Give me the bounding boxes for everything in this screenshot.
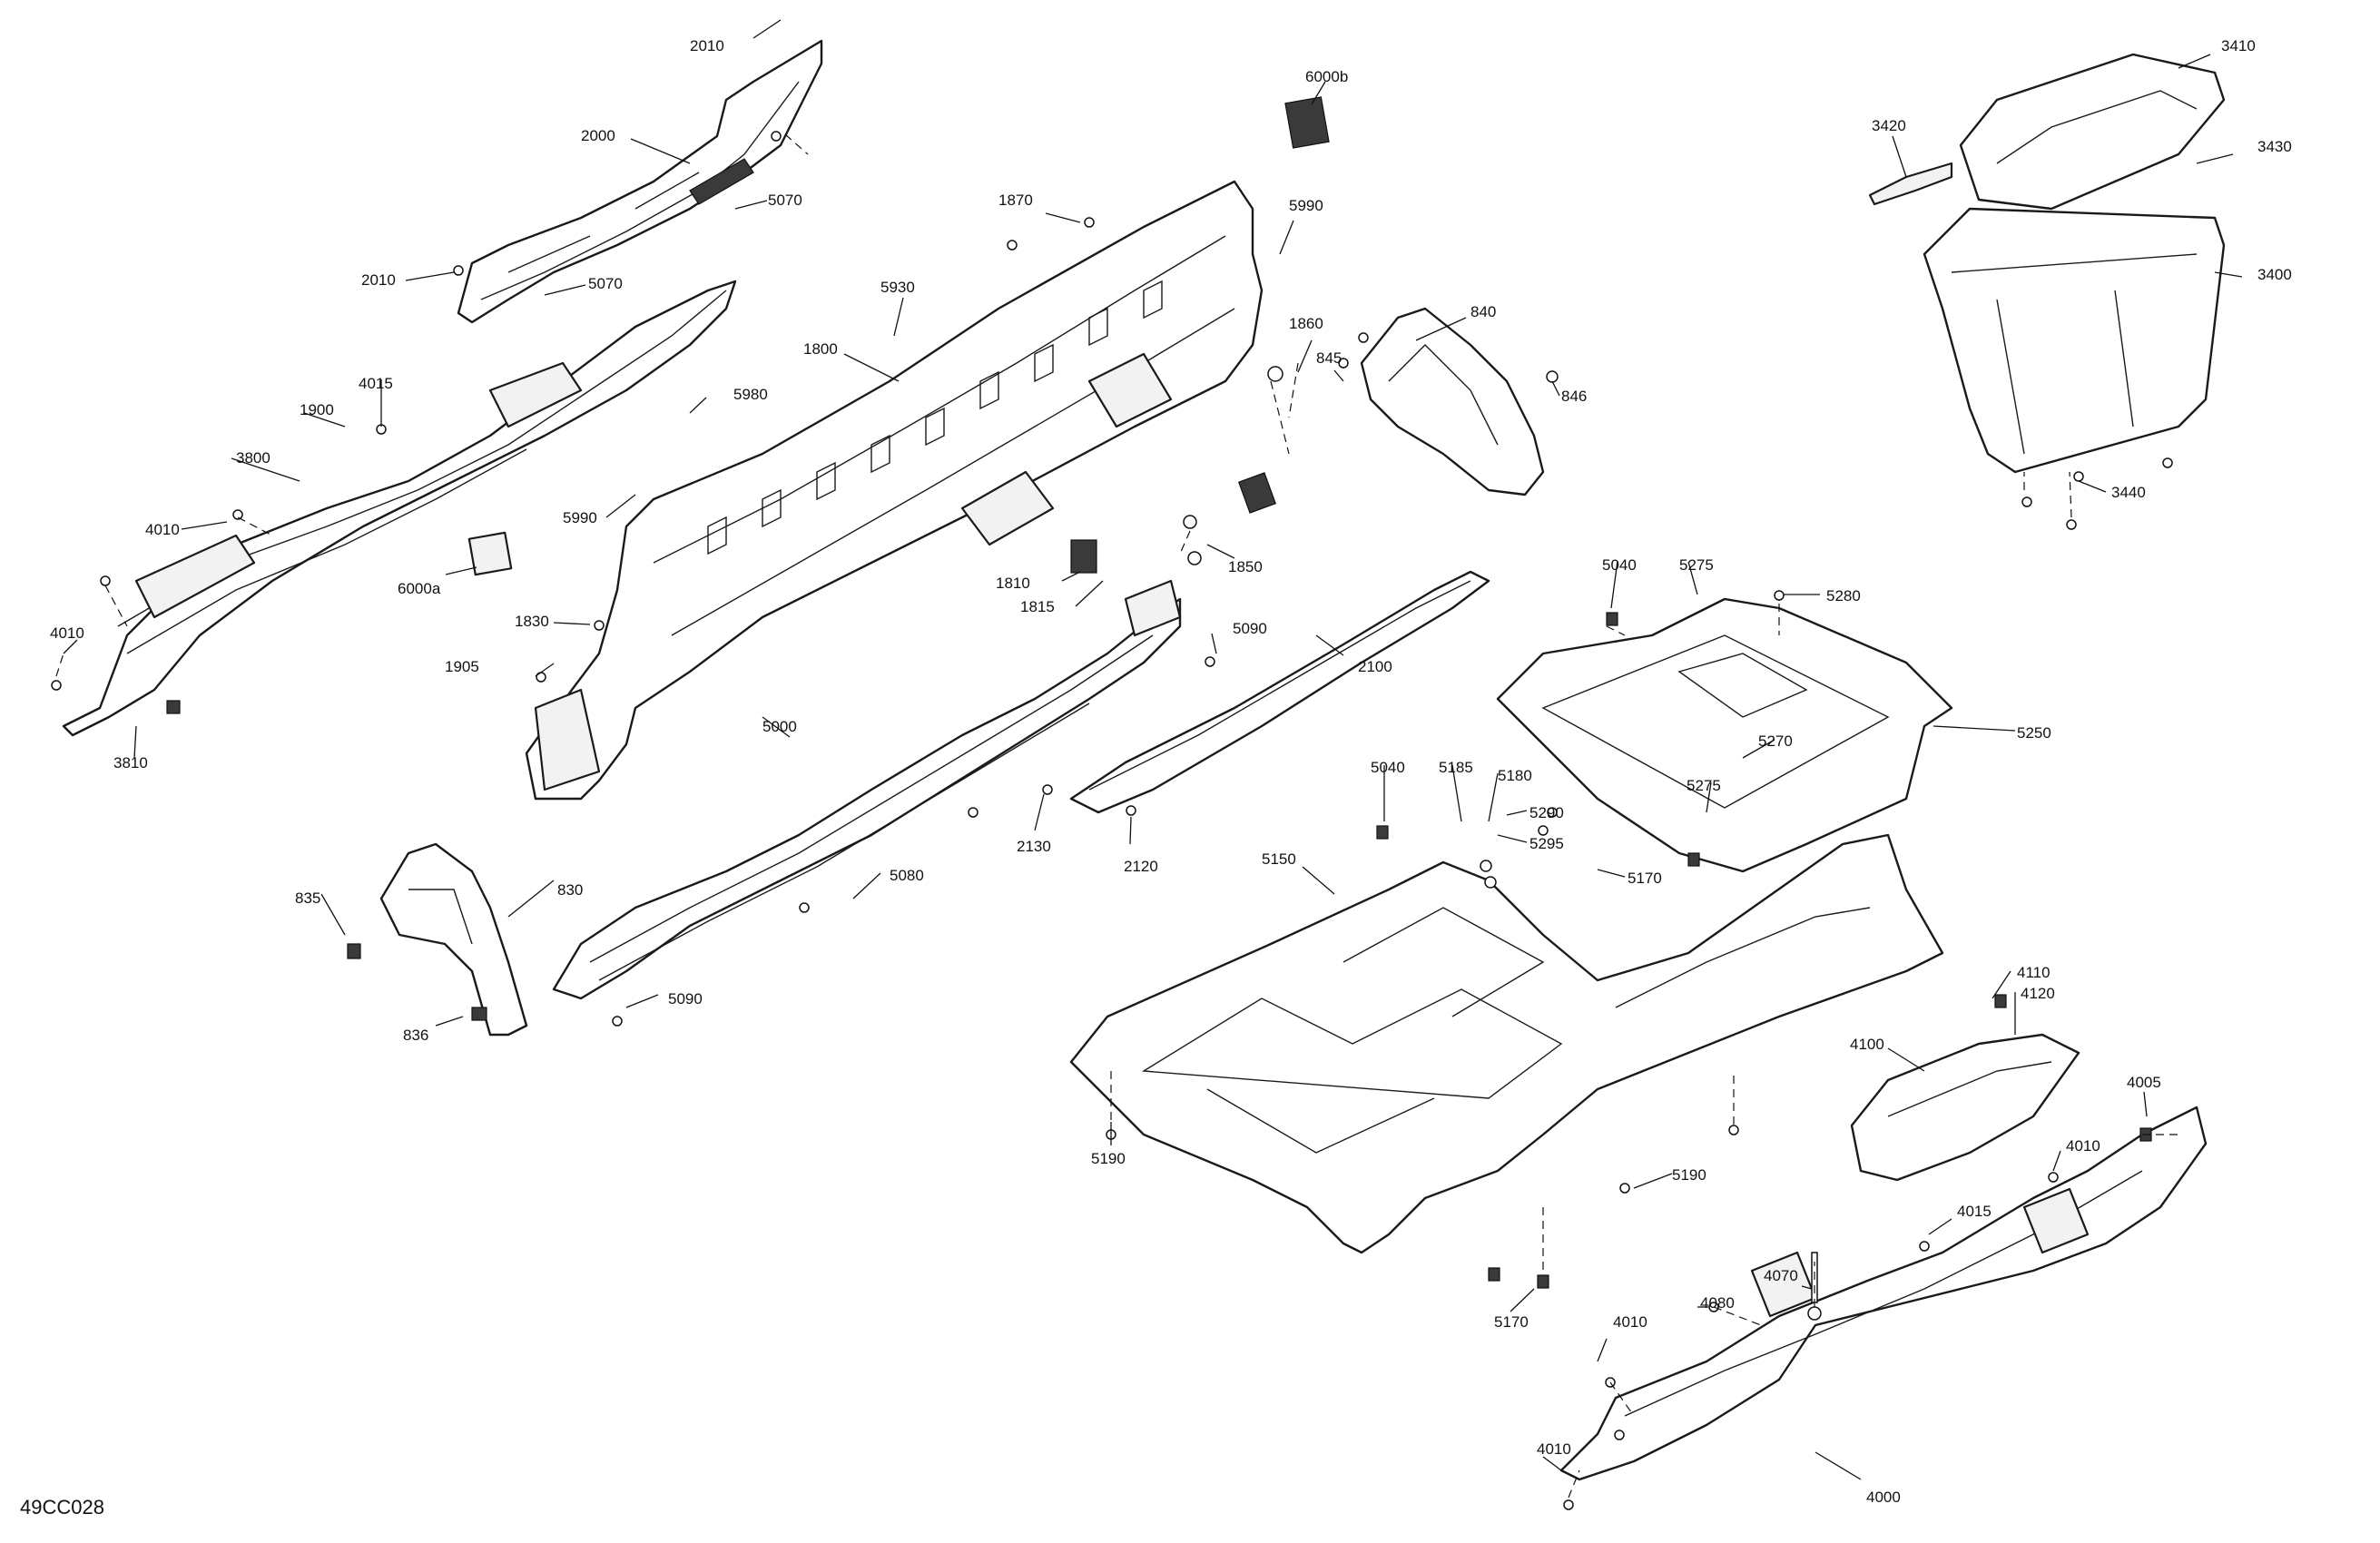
part-3800-rail: [62, 280, 737, 737]
callout-5270: 5270: [1758, 732, 1793, 750]
callout-4080: 4080: [1700, 1294, 1735, 1312]
callout-5980: 5980: [733, 386, 768, 403]
callout-5070-a: 5070: [768, 192, 802, 209]
callout-3810: 3810: [113, 754, 148, 772]
callout-4010-upper-left: 4010: [145, 521, 180, 538]
callout-5250: 5250: [2017, 724, 2051, 742]
callout-1800: 1800: [803, 340, 838, 358]
callout-5040-bottom: 5040: [1371, 759, 1405, 776]
part-3420-strip: [1868, 162, 1953, 206]
dashed-assembly-lines: [55, 133, 2178, 1499]
callout-5000: 5000: [762, 718, 797, 735]
callout-5280: 5280: [1826, 587, 1861, 604]
callout-1830: 1830: [515, 613, 549, 630]
callout-5275-bottom: 5275: [1687, 777, 1721, 794]
part-4100-cover: [1850, 1033, 2080, 1182]
callout-2120: 2120: [1124, 858, 1158, 875]
callout-3440: 3440: [2111, 484, 2146, 501]
part-5250-tray: [1496, 597, 1953, 873]
callout-3400: 3400: [2257, 266, 2292, 283]
callout-845: 845: [1316, 349, 1342, 367]
callout-5180: 5180: [1498, 767, 1532, 784]
callout-4010-lower-mid: 4010: [1613, 1313, 1647, 1331]
callout-1850: 1850: [1228, 558, 1263, 575]
part-3400-box: [1923, 207, 2226, 474]
callout-5290: 5290: [1529, 804, 1564, 821]
callout-5990-top: 5990: [1289, 197, 1323, 214]
callout-836: 836: [403, 1027, 428, 1044]
callout-4015-left: 4015: [359, 375, 393, 392]
callout-1870: 1870: [998, 192, 1033, 209]
callout-5090-mid: 5090: [1233, 620, 1267, 637]
callout-5150: 5150: [1262, 850, 1296, 868]
callout-4015-right: 4015: [1957, 1203, 1992, 1220]
callout-3410: 3410: [2221, 37, 2256, 54]
callout-1815: 1815: [1020, 598, 1055, 615]
callout-4005: 4005: [2127, 1074, 2161, 1091]
callout-1810: 1810: [996, 575, 1030, 592]
callout-5185: 5185: [1439, 759, 1473, 776]
callout-2010-top: 2010: [690, 37, 724, 54]
callout-2100: 2100: [1358, 658, 1392, 675]
callout-5080: 5080: [890, 867, 924, 884]
part-5000-rail: [552, 579, 1182, 1000]
callout-4010-far-left: 4010: [50, 624, 84, 642]
callout-4010-lower-left: 4010: [1537, 1440, 1571, 1458]
callout-4110: 4110: [2017, 964, 2051, 981]
callout-6000b: 6000b: [1305, 68, 1348, 85]
part-840-cover: [1360, 307, 1545, 496]
callout-5275-top: 5275: [1679, 556, 1714, 574]
callout-2000: 2000: [581, 127, 615, 144]
part-1800-panel: [525, 180, 1264, 801]
callout-labels: 2010 2000 5070 2010 5070 6000b 1870 5990…: [50, 37, 2292, 1506]
callout-4010-right: 4010: [2066, 1137, 2100, 1155]
callout-840: 840: [1470, 303, 1496, 320]
callout-4120: 4120: [2021, 985, 2055, 1002]
callout-5190-left: 5190: [1091, 1150, 1126, 1167]
callout-5040-top: 5040: [1602, 556, 1637, 574]
part-830-bracket: [379, 842, 528, 1037]
part-5150-floor: [1069, 833, 1944, 1254]
callout-4100: 4100: [1850, 1036, 1884, 1053]
leader-lines: [63, 19, 2243, 1480]
drawing-code: 49CC028: [20, 1496, 104, 1518]
callout-5930: 5930: [880, 279, 915, 296]
callout-5090-low: 5090: [668, 990, 703, 1007]
part-4000-rail: [1559, 1106, 2208, 1481]
callout-5295: 5295: [1529, 835, 1564, 852]
part-2000-bracket: [457, 39, 823, 324]
callout-1860: 1860: [1289, 315, 1323, 332]
callout-1905: 1905: [445, 658, 479, 675]
callout-2130: 2130: [1017, 838, 1051, 855]
callout-5990-left: 5990: [563, 509, 597, 526]
part-3410-lid: [1959, 53, 2226, 211]
callout-5190-right: 5190: [1672, 1166, 1706, 1184]
callout-5070-b: 5070: [588, 275, 623, 292]
callout-4000: 4000: [1866, 1489, 1901, 1506]
callout-6000a: 6000a: [398, 580, 441, 597]
callout-3430: 3430: [2257, 138, 2292, 155]
callout-830: 830: [557, 881, 583, 899]
callout-3800: 3800: [236, 449, 270, 467]
callout-5170-right: 5170: [1628, 870, 1662, 887]
callout-1900: 1900: [300, 401, 334, 418]
callout-4070: 4070: [1764, 1267, 1798, 1284]
callout-835: 835: [295, 889, 320, 907]
callout-3420: 3420: [1872, 117, 1906, 134]
callout-5170-bottom: 5170: [1494, 1313, 1529, 1331]
callout-2010-left: 2010: [361, 271, 396, 289]
part-2100-rail: [1069, 570, 1490, 814]
callout-846: 846: [1561, 388, 1587, 405]
